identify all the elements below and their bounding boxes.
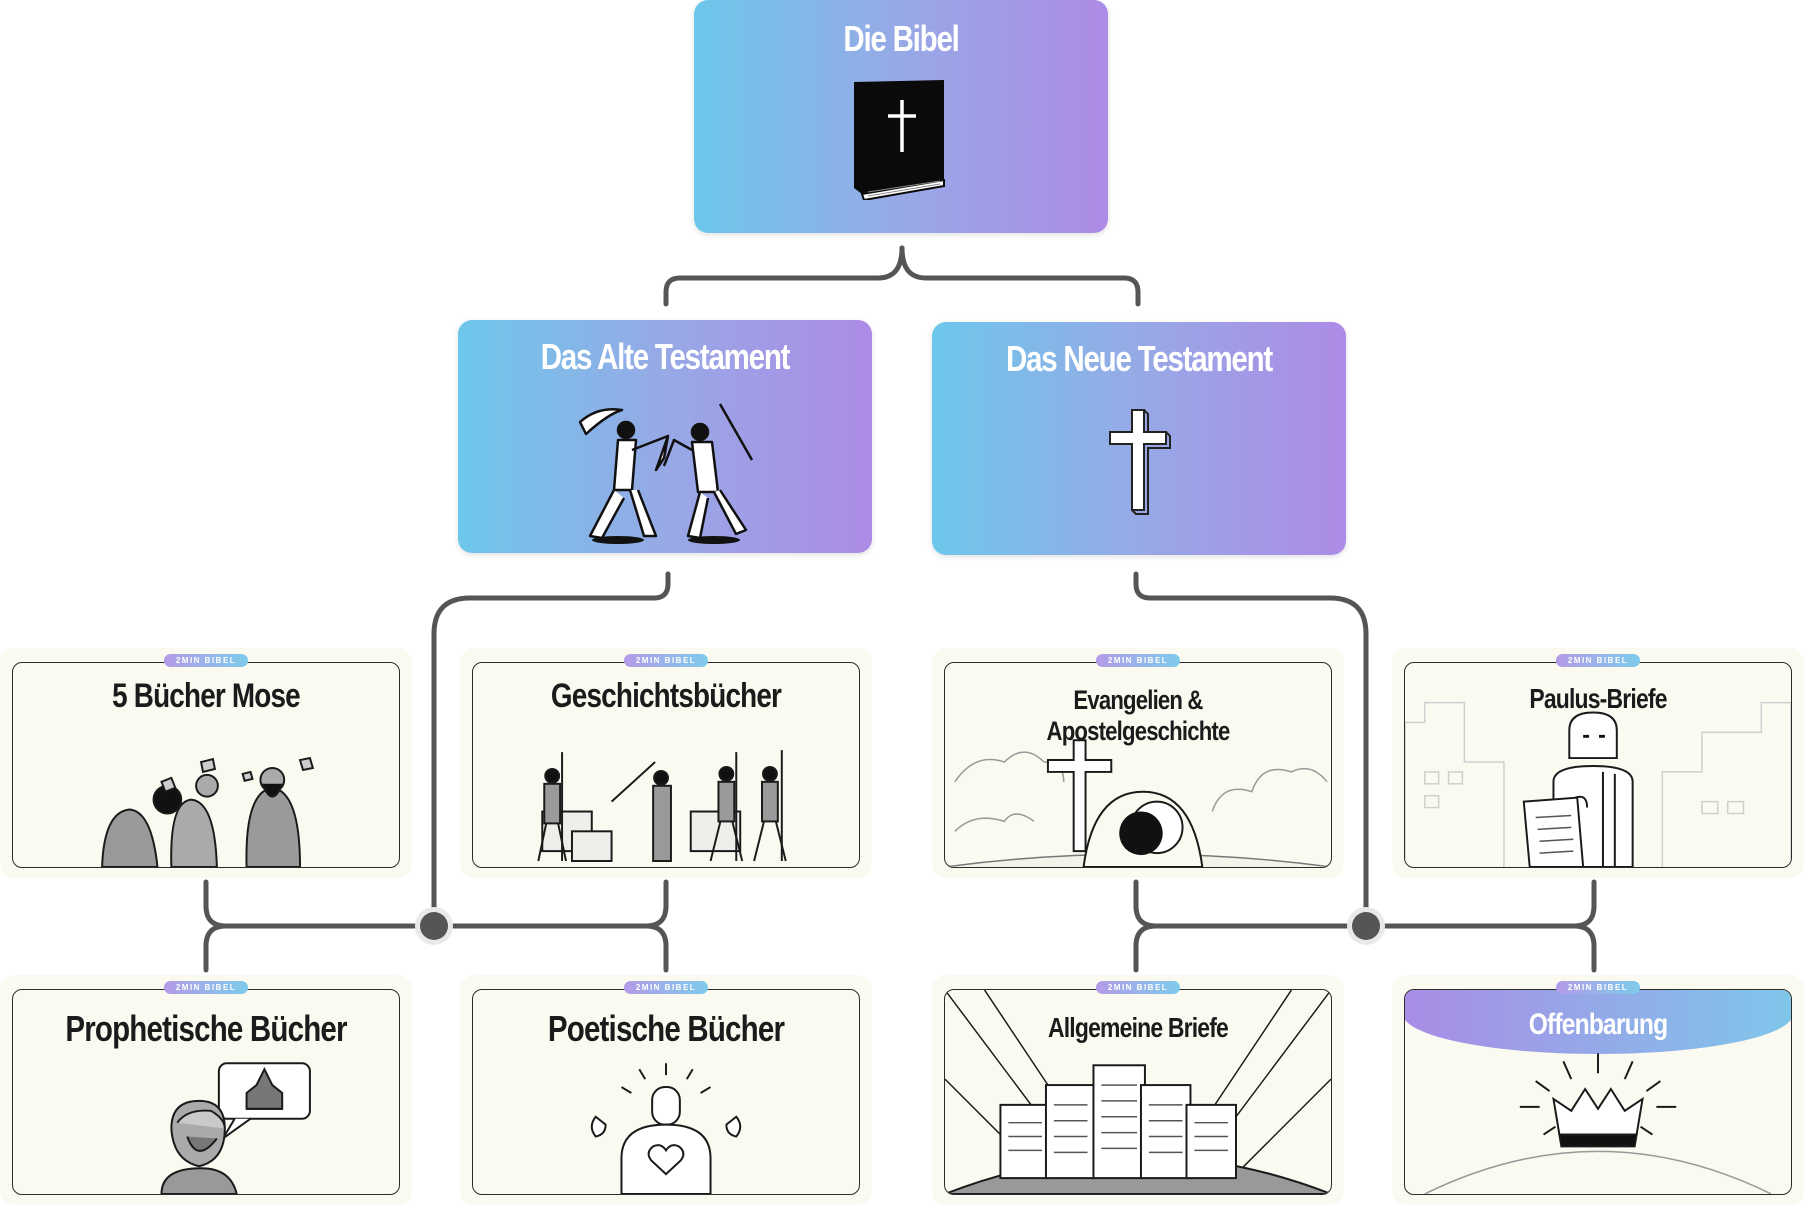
root-title: Die Bibel bbox=[843, 18, 959, 59]
book-card-5-buecher-mose[interactable]: 2MIN BIBEL 5 Bücher Mose bbox=[0, 648, 412, 878]
book-title: Prophetische Bücher bbox=[65, 1008, 347, 1049]
root-card-die-bibel[interactable]: Die Bibel bbox=[694, 0, 1108, 233]
people-group-icon bbox=[101, 756, 315, 867]
book-title: Poetische Bücher bbox=[547, 1008, 785, 1049]
book-card-frame: Poetische Bücher bbox=[472, 989, 860, 1195]
alte-testament-title: Das Alte Testament bbox=[540, 336, 791, 377]
2minbibel-badge: 2MIN BIBEL bbox=[624, 654, 708, 667]
book-title: Offenbarung bbox=[1528, 1008, 1668, 1041]
2minbibel-badge: 2MIN BIBEL bbox=[1096, 981, 1180, 994]
book-card-frame: Paulus-Briefe bbox=[1404, 662, 1792, 868]
warriors-fighting-icon bbox=[578, 403, 754, 544]
book-card-frame: Offenbarung bbox=[1404, 989, 1792, 1195]
book-card-geschichtsbuecher[interactable]: 2MIN BIBEL Geschichtsbücher bbox=[460, 648, 872, 878]
cross-icon bbox=[1109, 409, 1171, 515]
book-card-frame: Geschichtsbücher bbox=[472, 662, 860, 868]
book-card-paulus-briefe[interactable]: 2MIN BIBEL Paulus-Briefe bbox=[1392, 648, 1804, 878]
book-card-offenbarung[interactable]: 2MIN BIBEL Offenbarung bbox=[1392, 975, 1804, 1205]
prophet-speech-icon bbox=[160, 1062, 311, 1194]
2minbibel-badge: 2MIN BIBEL bbox=[1096, 654, 1180, 667]
book-title: Evangelien & Apostelgeschichte bbox=[1046, 685, 1231, 746]
book-card-frame: Allgemeine Briefe bbox=[944, 989, 1332, 1195]
apostle-with-scroll-icon bbox=[1405, 701, 1791, 867]
offenbarung-banner bbox=[1405, 990, 1791, 1054]
book-title: Allgemeine Briefe bbox=[1047, 1012, 1229, 1043]
cross-and-tomb-icon bbox=[945, 739, 1331, 867]
book-card-frame: Evangelien & Apostelgeschichte bbox=[944, 662, 1332, 868]
crown-over-earth-icon bbox=[1424, 1053, 1772, 1194]
bible-book-icon bbox=[854, 80, 945, 200]
book-card-frame: 5 Bücher Mose bbox=[12, 662, 400, 868]
book-card-allgemeine-briefe[interactable]: 2MIN BIBEL Allgemeine Briefe bbox=[932, 975, 1344, 1205]
card-neue-testament[interactable]: Das Neue Testament bbox=[932, 322, 1346, 555]
letter-scrolls-icon bbox=[945, 990, 1331, 1194]
hub-node-right bbox=[1347, 907, 1385, 945]
book-title: 5 Bücher Mose bbox=[112, 677, 300, 715]
book-title: Paulus-Briefe bbox=[1529, 683, 1667, 714]
card-alte-testament[interactable]: Das Alte Testament bbox=[458, 320, 872, 553]
book-card-evangelien-apostelgeschichte[interactable]: 2MIN BIBEL Evangelien & Apostelgeschicht… bbox=[932, 648, 1344, 878]
2minbibel-badge: 2MIN BIBEL bbox=[1556, 981, 1640, 994]
2minbibel-badge: 2MIN BIBEL bbox=[164, 654, 248, 667]
person-heart-icon bbox=[590, 1063, 742, 1194]
2minbibel-badge: 2MIN BIBEL bbox=[1556, 654, 1640, 667]
hub-node-left bbox=[415, 907, 453, 945]
soldiers-marching-icon bbox=[537, 750, 787, 862]
book-card-prophetische-buecher[interactable]: 2MIN BIBEL Prophetische Bücher bbox=[0, 975, 412, 1205]
book-title: Geschichtsbücher bbox=[550, 677, 782, 715]
2minbibel-badge: 2MIN BIBEL bbox=[624, 981, 708, 994]
neue-testament-title: Das Neue Testament bbox=[1005, 338, 1273, 379]
book-card-frame: Prophetische Bücher bbox=[12, 989, 400, 1195]
book-card-poetische-buecher[interactable]: 2MIN BIBEL Poetische Bücher bbox=[460, 975, 872, 1205]
2minbibel-badge: 2MIN BIBEL bbox=[164, 981, 248, 994]
